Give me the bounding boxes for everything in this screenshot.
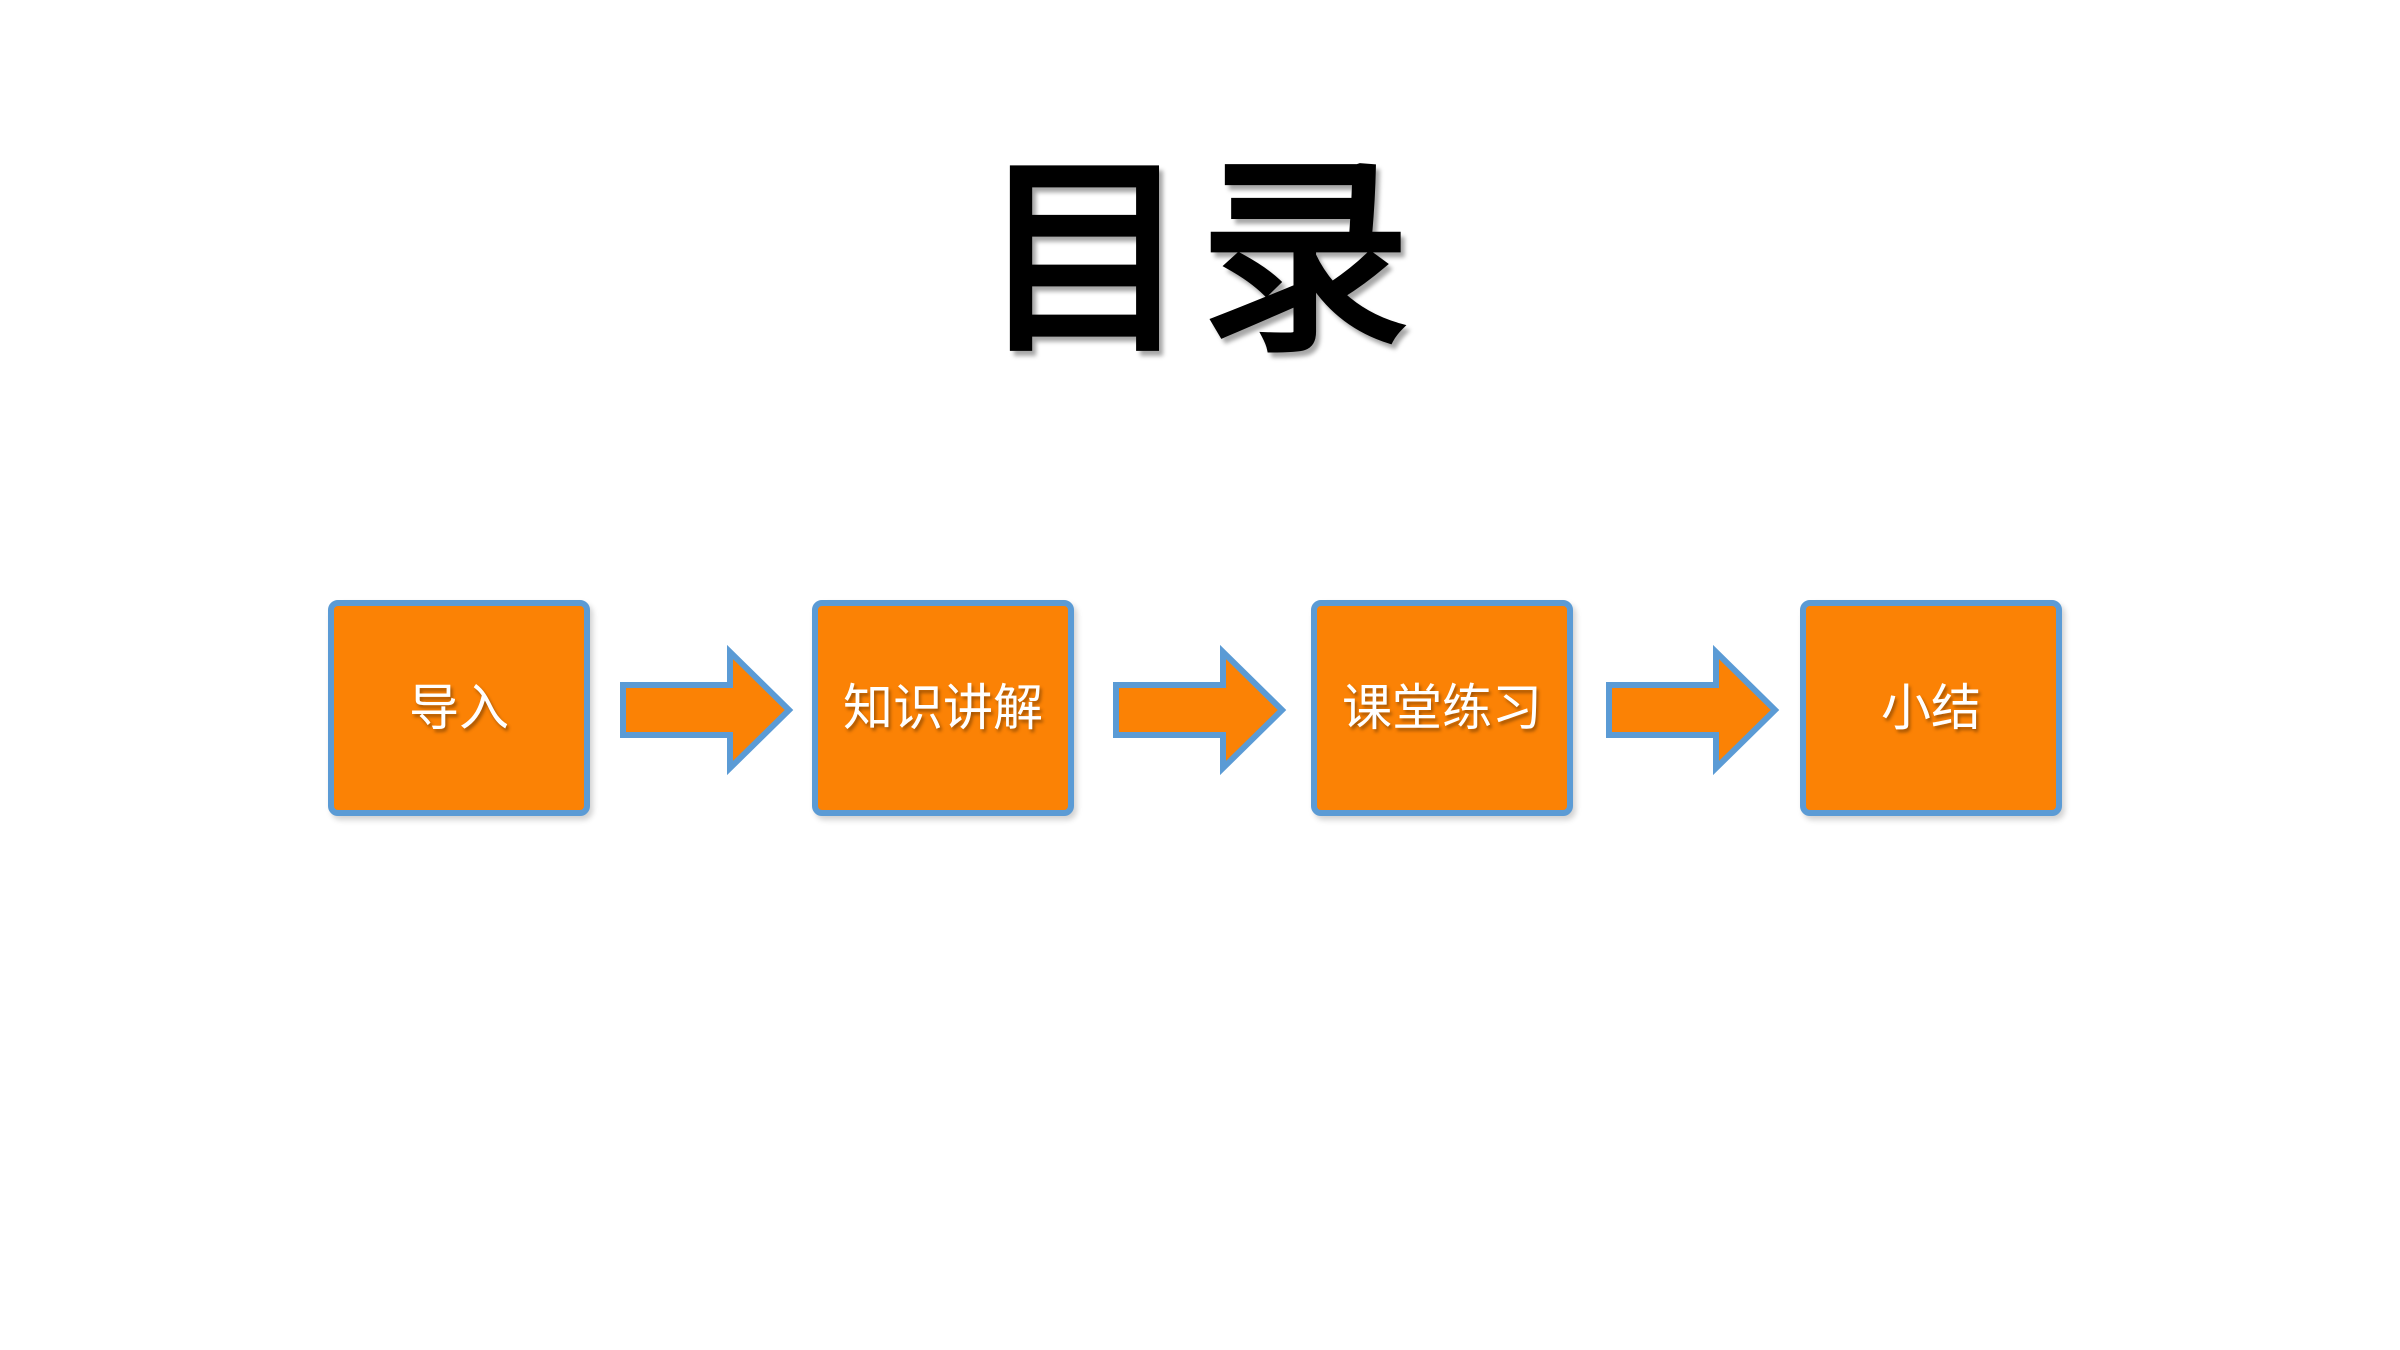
step-label-summary: 小结 [1881, 679, 1981, 737]
step-box-practice: 课堂练习 [1311, 600, 1573, 816]
slide-title: 目录 [979, 137, 1420, 382]
step-box-intro: 导入 [328, 600, 590, 816]
arrow-right-icon [1606, 644, 1780, 776]
step-label-practice: 课堂练习 [1342, 679, 1542, 737]
step-box-knowledge: 知识讲解 [812, 600, 1074, 816]
arrow-right-icon [1113, 644, 1287, 776]
arrow-right-icon [620, 644, 794, 776]
step-label-knowledge: 知识讲解 [843, 679, 1043, 737]
step-label-intro: 导入 [409, 679, 509, 737]
step-box-summary: 小结 [1800, 600, 2062, 816]
